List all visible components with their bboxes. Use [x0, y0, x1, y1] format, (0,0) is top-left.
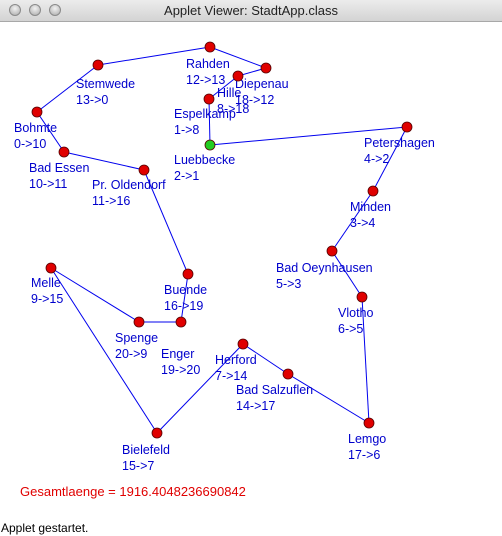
city-order-lemgo: 17->6	[348, 448, 380, 462]
city-node-luebbecke	[204, 139, 216, 151]
city-node-hille	[232, 70, 244, 82]
city-label-petershagen: Petershagen	[364, 136, 435, 150]
route-edge-bielefeld-herford	[156, 343, 244, 434]
city-label-bad-essen: Bad Essen	[29, 161, 90, 175]
city-order-diepenau: 18->12	[235, 93, 274, 107]
city-order-spenge: 20->9	[115, 347, 147, 361]
route-edge-rahden-stemwede	[97, 46, 211, 66]
city-node-bad-oeynhausen	[326, 245, 338, 257]
city-order-hille: 8->18	[217, 102, 249, 116]
route-edge-bad-essen-pr-oldendorf	[63, 151, 145, 171]
city-node-bohmte	[31, 106, 43, 118]
city-node-espelkamp	[203, 93, 215, 105]
city-label-pr-oldendorf: Pr. Oldendorf	[92, 178, 166, 192]
city-order-pr-oldendorf: 11->16	[92, 194, 130, 208]
city-order-espelkamp: 1->8	[174, 123, 199, 137]
city-nodes	[31, 41, 413, 439]
city-order-bohmte: 0->10	[14, 137, 46, 151]
city-order-luebbecke: 2->1	[174, 169, 199, 183]
route-edge-bad-oeynhausen-minden	[331, 190, 374, 252]
route-edge-luebbecke-espelkamp	[208, 98, 211, 146]
route-edge-lemgo-vlotho	[361, 296, 370, 424]
city-label-stemwede: Stemwede	[76, 77, 135, 91]
city-order-rahden: 12->13	[186, 73, 225, 87]
route-edge-espelkamp-hille	[208, 75, 239, 100]
city-order-bad-essen: 10->11	[29, 177, 67, 191]
city-node-pr-oldendorf	[138, 164, 150, 176]
route-edge-bad-salzuflen-lemgo	[287, 373, 370, 424]
title-bar[interactable]: Applet Viewer: StadtApp.class	[0, 0, 502, 22]
city-node-herford	[237, 338, 249, 350]
close-window-button[interactable]	[9, 4, 21, 16]
city-node-melle	[45, 262, 57, 274]
route-edge-pr-oldendorf-buende	[143, 169, 189, 275]
minimize-window-button[interactable]	[29, 4, 41, 16]
city-node-bielefeld	[151, 427, 163, 439]
city-order-bad-oeynhausen: 5->3	[276, 277, 301, 291]
city-order-herford: 7->14	[215, 369, 247, 383]
city-order-stemwede: 13->0	[76, 93, 108, 107]
city-node-petershagen	[401, 121, 413, 133]
city-node-enger	[175, 316, 187, 328]
city-label-rahden: Rahden	[186, 57, 230, 71]
city-order-minden: 3->4	[350, 216, 375, 230]
route-edge-buende-enger	[180, 273, 189, 323]
city-order-petershagen: 4->2	[364, 152, 389, 166]
city-label-bad-salzuflen: Bad Salzuflen	[236, 383, 313, 397]
route-edge-spenge-melle	[50, 267, 140, 323]
city-label-diepenau: Diepenau	[235, 77, 289, 91]
city-node-bad-essen	[58, 146, 70, 158]
city-label-melle: Melle	[31, 276, 61, 290]
city-node-spenge	[133, 316, 145, 328]
route-edge-petershagen-luebbecke	[209, 126, 408, 146]
zoom-window-button[interactable]	[49, 4, 61, 16]
city-label-lemgo: Lemgo	[348, 432, 386, 446]
route-edge-herford-bad-salzuflen	[242, 343, 289, 375]
city-node-bad-salzuflen	[282, 368, 294, 380]
city-order-bielefeld: 15->7	[122, 459, 154, 473]
city-label-hille: Hille	[217, 86, 241, 100]
city-label-minden: Minden	[350, 200, 391, 214]
city-order-bad-salzuflen: 14->17	[236, 399, 275, 413]
city-node-rahden	[204, 41, 216, 53]
status-bar: Applet gestartet.	[0, 519, 502, 536]
city-node-lemgo	[363, 417, 375, 429]
city-label-buende: Buende	[164, 283, 207, 297]
city-node-buende	[182, 268, 194, 280]
city-node-vlotho	[356, 291, 368, 303]
city-label-vlotho: Vlotho	[338, 306, 373, 320]
route-edge-stemwede-bohmte	[36, 64, 99, 113]
route-edge-bohmte-bad-essen	[36, 111, 65, 153]
city-label-bad-oeynhausen: Bad Oeynhausen	[276, 261, 373, 275]
city-label-bielefeld: Bielefeld	[122, 443, 170, 457]
window-title: Applet Viewer: StadtApp.class	[164, 3, 338, 18]
city-node-minden	[367, 185, 379, 197]
city-label-herford: Herford	[215, 353, 257, 367]
route-edge-melle-bielefeld	[50, 267, 158, 434]
city-node-stemwede	[92, 59, 104, 71]
city-label-enger: Enger	[161, 347, 194, 361]
city-label-bohmte: Bohmte	[14, 121, 57, 135]
route-edge-minden-petershagen	[372, 126, 408, 192]
city-label-spenge: Spenge	[115, 331, 158, 345]
city-label-espelkamp: Espelkamp	[174, 107, 236, 121]
city-node-diepenau	[260, 62, 272, 74]
route-edge-diepenau-rahden	[209, 46, 267, 69]
city-order-buende: 16->19	[164, 299, 203, 313]
total-length-text: Gesamtlaenge = 1916.4048236690842	[20, 484, 246, 499]
status-text: Applet gestartet.	[1, 521, 89, 535]
route-edge-vlotho-bad-oeynhausen	[331, 250, 363, 298]
city-label-luebbecke: Luebbecke	[174, 153, 235, 167]
city-order-enger: 19->20	[161, 363, 200, 377]
city-order-vlotho: 6->5	[338, 322, 363, 336]
city-order-melle: 9->15	[31, 292, 63, 306]
